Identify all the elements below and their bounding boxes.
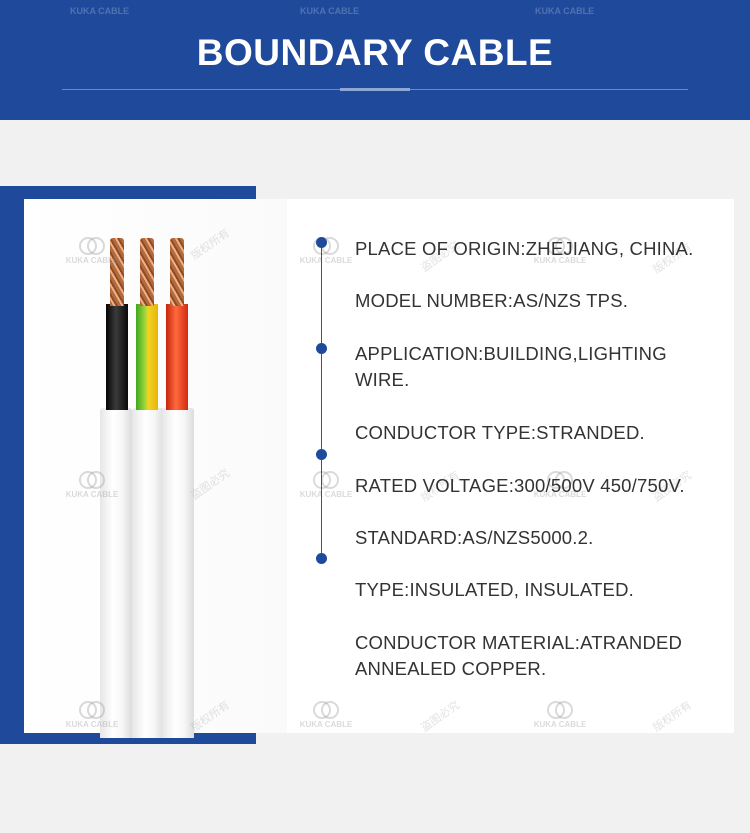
core-green-yellow	[136, 304, 158, 410]
cable-sheath-right	[162, 408, 194, 738]
watermark-logo: KUKA CABLE	[62, 236, 122, 265]
copper-strands-left	[110, 238, 124, 306]
watermark-logo: KUKA CABLE	[530, 470, 590, 499]
spec-application: APPLICATION:BUILDING,LIGHTING WIRE.	[355, 343, 667, 390]
spec-rated-voltage: RATED VOLTAGE:300/500V 450/750V.	[355, 475, 685, 496]
watermark-logo: KUKA CABLE	[296, 470, 356, 499]
core-red	[166, 304, 188, 410]
copper-strands-middle	[140, 238, 154, 306]
watermark-logo: KUKA CABLE	[300, 6, 360, 16]
spec-type: TYPE:INSULATED, INSULATED.	[355, 579, 634, 600]
spec-timeline-line	[321, 242, 322, 560]
watermark-logo: KUKA CABLE	[62, 470, 122, 499]
timeline-dot	[316, 449, 327, 460]
spec-standard: STANDARD:AS/NZS5000.2.	[355, 527, 594, 548]
timeline-dot	[316, 343, 327, 354]
timeline-dot	[316, 237, 327, 248]
cable-sheath-middle	[132, 408, 164, 738]
spec-place-of-origin: PLACE OF ORIGIN:ZHEJIANG, CHINA.	[355, 238, 694, 259]
core-black	[106, 304, 128, 410]
page-title: BOUNDARY CABLE	[196, 32, 554, 73]
timeline-dot	[316, 553, 327, 564]
watermark-logo: KUKA CABLE	[535, 6, 595, 16]
cable-sheath-left	[100, 408, 132, 738]
copper-strands-right	[170, 238, 184, 306]
header-banner: KUKA CABLE KUKA CABLE KUKA CABLE BOUNDAR…	[0, 0, 750, 120]
watermark-logo: KUKA CABLE	[530, 700, 590, 729]
cable-illustration	[100, 238, 194, 738]
watermark-logo: KUKA CABLE	[62, 700, 122, 729]
title-divider-accent	[340, 88, 410, 91]
watermark-logo: KUKA CABLE	[530, 236, 590, 265]
spec-model-number: MODEL NUMBER:AS/NZS TPS.	[355, 290, 629, 311]
watermark-logo: KUKA CABLE	[296, 700, 356, 729]
spec-conductor-material: CONDUCTOR MATERIAL:ATRANDED ANNEALED COP…	[355, 632, 683, 679]
spec-conductor-type: CONDUCTOR TYPE:STRANDED.	[355, 422, 645, 443]
watermark-logo: KUKA CABLE	[70, 6, 130, 16]
